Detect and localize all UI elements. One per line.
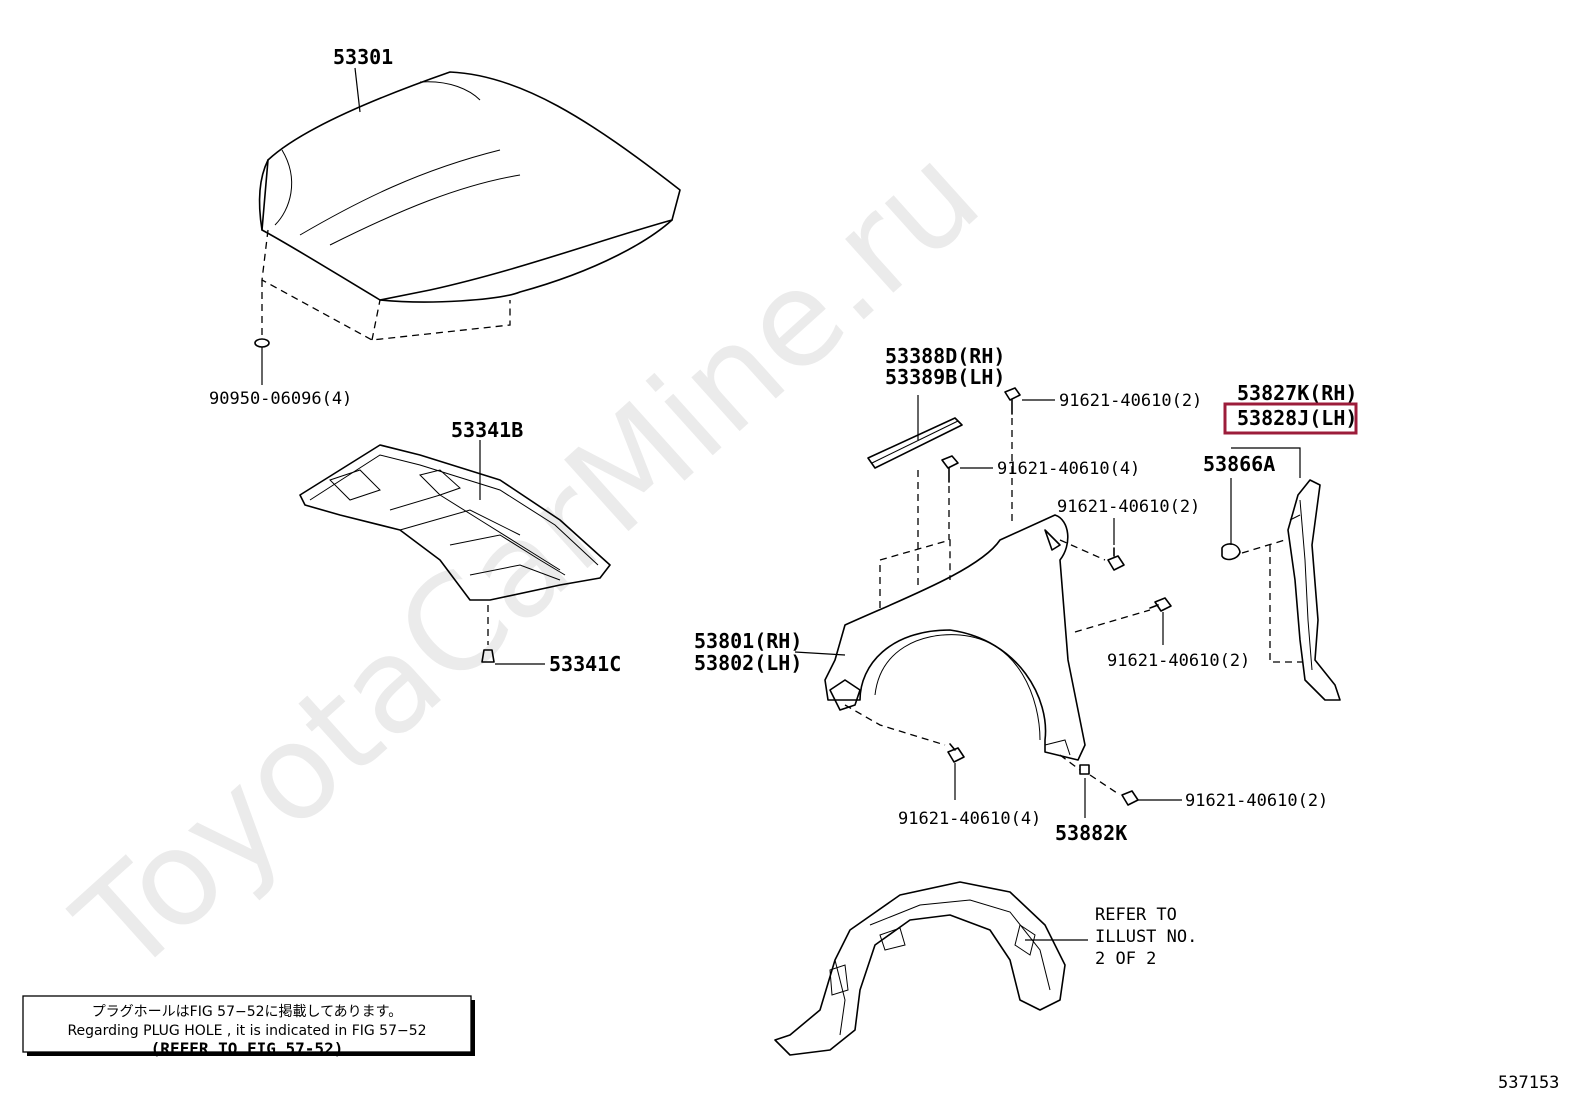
label-hood-insulator: 53341B — [451, 418, 523, 442]
front-fender[interactable] — [824, 514, 1086, 761]
bolt-mid[interactable] — [941, 455, 959, 483]
label-bolt-lower-left: 91621-40610(4) — [898, 809, 1041, 829]
bracket-clip[interactable] — [1221, 543, 1241, 561]
bolt-inner[interactable] — [1149, 597, 1172, 612]
hood-plug[interactable] — [254, 338, 270, 348]
refer-text-1: REFER TO — [1095, 905, 1177, 925]
fender-liner[interactable] — [774, 881, 1066, 1056]
note-english: Regarding PLUG HOLE , it is indicated in… — [67, 1023, 426, 1039]
label-bolt-inner: 91621-40610(2) — [1107, 651, 1250, 671]
label-bolt-lower-right: 91621-40610(2) — [1185, 791, 1328, 811]
label-hood-plug: 90950-06096(4) — [209, 389, 352, 409]
label-bracket-rh: 53827K(RH) — [1237, 381, 1357, 405]
note-japanese: プラグホールはFIG 57−52に掲載してあります。 — [92, 1004, 403, 1020]
plug-hole-note: プラグホールはFIG 57−52に掲載してあります。 Regarding PLU… — [22, 995, 475, 1058]
label-insulator-clip: 53341C — [549, 652, 621, 676]
label-fender-rh: 53801(RH) — [694, 629, 802, 653]
label-hood: 53301 — [333, 45, 393, 69]
label-seal-rh: 53388D(RH) — [885, 344, 1005, 368]
bolt-right[interactable] — [1107, 547, 1125, 571]
label-fender-lh: 53802(LH) — [694, 651, 802, 675]
label-bolt-top: 91621-40610(2) — [1059, 391, 1202, 411]
bolt-lower-right[interactable] — [1121, 790, 1139, 806]
bolt-lower-left[interactable] — [947, 743, 965, 763]
highlight-box — [1223, 402, 1358, 435]
label-bracket-lh: 53828J(LH) — [1237, 406, 1357, 430]
figure-number: 537153 — [1498, 1073, 1559, 1093]
hood-panel[interactable] — [258, 71, 681, 303]
bolt-top[interactable] — [1004, 387, 1021, 415]
fender-seal[interactable] — [867, 417, 963, 469]
fender-bracket[interactable] — [1287, 479, 1341, 701]
label-bolt-mid: 91621-40610(4) — [997, 459, 1140, 479]
insulator-clip[interactable] — [481, 649, 495, 663]
hood-insulator[interactable] — [299, 444, 611, 601]
label-fender-nut: 53882K — [1055, 821, 1127, 845]
fender-nut[interactable] — [1079, 764, 1090, 775]
refer-text-3: 2 OF 2 — [1095, 949, 1156, 969]
note-refer: (REFER TO FIG 57-52) — [151, 1039, 344, 1058]
refer-text-2: ILLUST NO. — [1095, 927, 1197, 947]
label-seal-lh: 53389B(LH) — [885, 365, 1005, 389]
label-bolt-right: 91621-40610(2) — [1057, 497, 1200, 517]
watermark: ToyotaCarMine.ru — [48, 118, 1009, 1005]
label-bracket-clip: 53866A — [1203, 452, 1275, 476]
